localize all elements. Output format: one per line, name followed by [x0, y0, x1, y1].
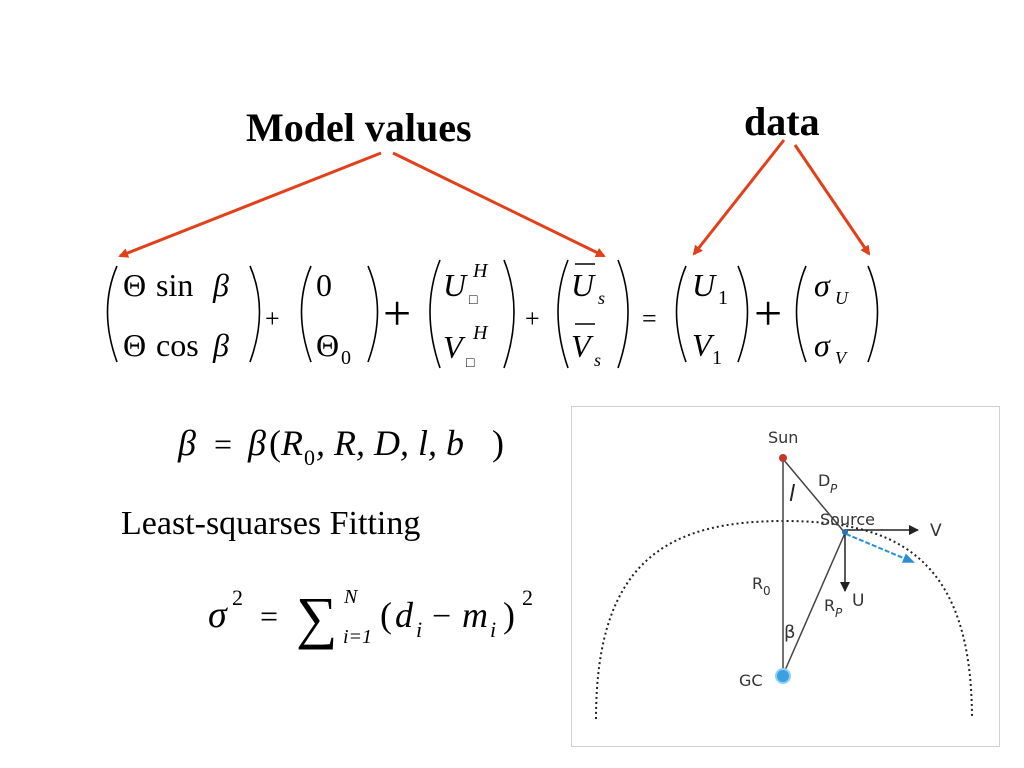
sun-marker — [779, 454, 787, 462]
plus-large-2: + — [754, 285, 782, 341]
m2-left-paren — [300, 265, 312, 363]
dp-line — [782, 458, 846, 534]
dp-sub: P — [830, 482, 838, 496]
beta-open-paren: ( — [269, 423, 281, 463]
d-symbol: d — [395, 595, 414, 635]
beta-lhs: β — [177, 423, 196, 463]
beta-func: β — [247, 423, 266, 463]
r0-label: R — [752, 574, 763, 593]
m1-right-paren — [249, 265, 261, 363]
m3-u: U — [443, 267, 468, 303]
beta-arg-r0-sub: 0 — [304, 445, 315, 470]
m6-right-paren — [867, 265, 879, 363]
m1-sin: sin — [156, 267, 193, 303]
arrow-model-right — [392, 151, 606, 258]
m2-right-paren — [367, 265, 379, 363]
sigma-symbol: σ — [208, 594, 228, 636]
arrow-model-left — [118, 151, 382, 258]
m2-theta: Θ — [316, 327, 339, 363]
plus-large-1: + — [383, 285, 411, 341]
power-two: 2 — [522, 585, 533, 610]
m6-sigma-u-sub: U — [835, 288, 849, 308]
sigma-equals: = — [260, 598, 278, 634]
m5-left-paren — [675, 265, 687, 363]
m4-right-paren — [617, 259, 629, 369]
m1-cos: cos — [156, 327, 199, 363]
minus-sign: − — [432, 598, 451, 635]
m2-zero: 0 — [316, 267, 332, 303]
m6-sigma-v-sub: V — [835, 348, 848, 368]
beta-close-paren: ) — [492, 423, 504, 463]
m4-u: U — [571, 267, 596, 303]
m2-theta-sub: 0 — [341, 347, 351, 369]
beta-label: β — [784, 622, 796, 643]
sum-upper: N — [343, 586, 359, 608]
m3-v-sup: H — [472, 322, 489, 344]
fitting-label: Least-squarses Fitting — [121, 505, 421, 542]
m3-v-sub: □ — [466, 356, 475, 371]
m-sub: i — [490, 617, 496, 642]
l-label: l — [789, 482, 795, 507]
gc-marker — [775, 668, 791, 684]
sun-label: Sun — [768, 428, 798, 447]
m5-v: V — [692, 327, 715, 363]
rp-label: R — [824, 596, 835, 615]
m4-u-sub: s — [598, 288, 605, 308]
m6-left-paren — [795, 265, 807, 363]
v-label: V — [930, 521, 942, 541]
m4-v: V — [571, 328, 594, 364]
diagram-canvas: Sun l D P Source V R 0 R P U β GC — [595, 428, 973, 720]
galactic-circle-arc — [595, 519, 973, 720]
beta-args-rest: , R, D, l, b — [316, 423, 464, 463]
d-sub: i — [416, 617, 422, 642]
arrow-data-right — [793, 144, 871, 256]
sum-lower: i=1 — [343, 626, 372, 648]
m1-left-paren — [106, 265, 118, 363]
arrow-data-left — [692, 139, 786, 256]
sigma-close-paren: ) — [503, 595, 515, 635]
m3-u-sup: H — [472, 260, 489, 282]
equals-sign: = — [642, 304, 657, 333]
model-values-label: Model values — [246, 105, 472, 150]
plus-small-1: + — [265, 304, 280, 333]
m6-sigma-v: σ — [814, 327, 831, 363]
source-velocity-arrow — [845, 533, 915, 563]
m3-left-paren — [429, 259, 441, 369]
beta-equation: β = β ( R 0 , R, D, l, b ) — [177, 423, 504, 470]
source-label: Source — [820, 510, 875, 529]
u-label: U — [852, 591, 864, 611]
m5-v-sub: 1 — [712, 347, 722, 369]
sigma-equation: σ 2 = ∑ N i=1 ( d i − m i ) 2 — [208, 585, 533, 650]
beta-equals: = — [214, 426, 232, 462]
plus-small-2: + — [525, 304, 540, 333]
m5-u-sub: 1 — [718, 287, 728, 309]
sum-symbol: ∑ — [296, 585, 337, 650]
galactic-geometry-diagram: Sun l D P Source V R 0 R P U β GC — [571, 406, 1000, 747]
m6-sigma-u: σ — [814, 267, 831, 303]
pointer-arrows — [118, 139, 871, 258]
rp-line — [782, 532, 846, 676]
beta-arg-r0: R — [280, 423, 303, 463]
sigma-sup: 2 — [232, 585, 243, 610]
sigma-open-paren: ( — [380, 595, 392, 635]
m4-left-paren — [557, 259, 569, 369]
m3-u-sub: □ — [469, 293, 478, 308]
data-label: data — [744, 99, 820, 144]
rp-sub: P — [835, 606, 843, 620]
m3-right-paren — [503, 259, 515, 369]
source-marker — [842, 529, 848, 535]
dp-label: D — [818, 471, 830, 490]
r0-sub: 0 — [763, 584, 771, 598]
m4-v-sub: s — [594, 350, 601, 370]
m5-right-paren — [737, 265, 749, 363]
gc-label: GC — [739, 671, 763, 690]
m3-v: V — [443, 329, 466, 365]
m5-u: U — [692, 267, 717, 303]
m1-theta-1: Θ — [123, 267, 146, 303]
m1-beta-2: β — [212, 327, 229, 363]
m1-beta-1: β — [212, 267, 229, 303]
matrix-equation: Θ sin β Θ cos β + 0 Θ 0 + U H □ V H □ + … — [106, 259, 879, 371]
m-symbol: m — [462, 595, 488, 635]
m1-theta-2: Θ — [123, 327, 146, 363]
